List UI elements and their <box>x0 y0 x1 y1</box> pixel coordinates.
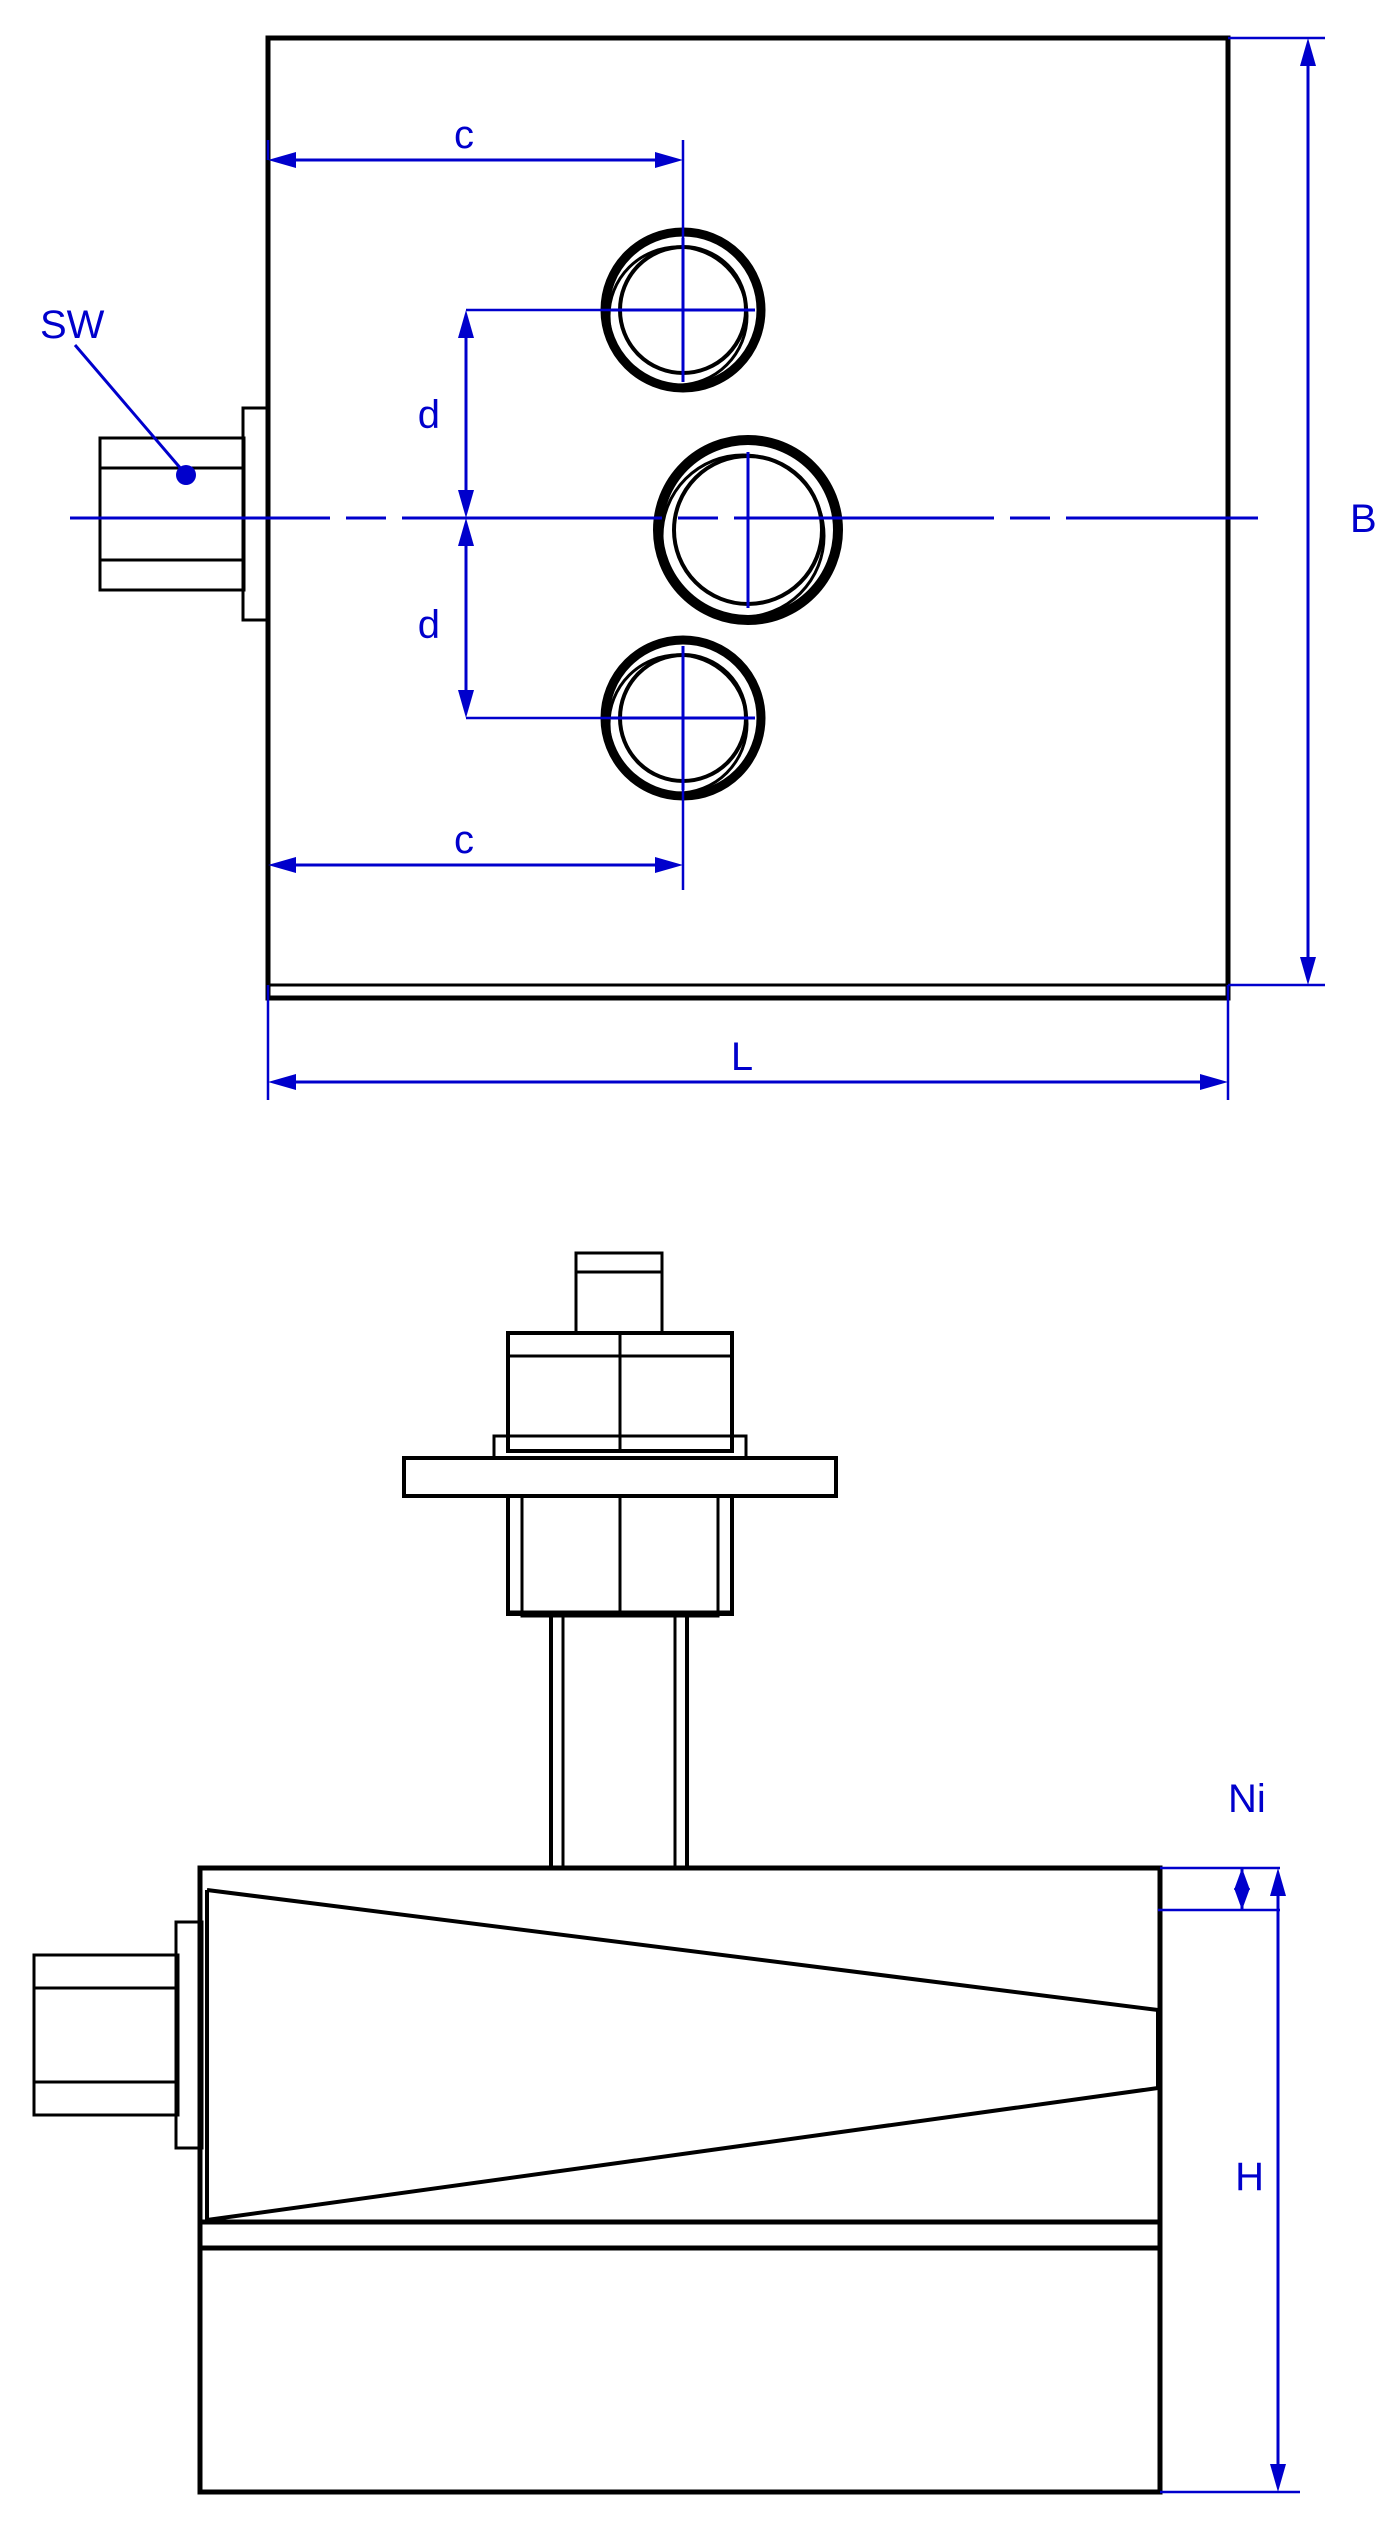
side-fitting-top <box>98 406 271 622</box>
body-front-lower <box>197 2219 1163 2495</box>
dim-c-bottom-label: c <box>454 818 474 862</box>
dim-l-arrow-left <box>268 1074 296 1090</box>
port-middle-outer <box>653 435 843 625</box>
dim-d-upper-arrow-bottom <box>458 490 474 518</box>
dim-d-lower-arrow-bottom <box>458 690 474 718</box>
dim-ni-arrow-bottom <box>1234 1888 1250 1910</box>
dim-ni: Ni <box>1158 1777 1280 1912</box>
lower-nut <box>506 1494 734 1618</box>
taper-line-upper <box>206 1888 1159 2012</box>
port-lower-mid <box>607 653 749 795</box>
dim-h-arrow-top <box>1270 1868 1286 1896</box>
dim-c-top-arrow-left <box>268 152 296 168</box>
dim-d-upper-label: d <box>418 393 440 437</box>
dim-d-upper-arrow-top <box>458 310 474 338</box>
front-view: Ni H <box>32 1251 1300 2495</box>
stud-tip-body <box>574 1251 664 1335</box>
dim-d-lower-label: d <box>418 603 440 647</box>
dim-d-upper: d <box>418 310 474 518</box>
port-upper-mid <box>607 245 749 387</box>
port-middle-mid <box>660 453 826 619</box>
body-front <box>197 1865 1163 2495</box>
body-front-upper <box>197 1865 1163 2251</box>
stud-tip <box>574 1251 664 1335</box>
dim-l-label: L <box>731 1035 753 1079</box>
dim-b-label: B <box>1350 497 1377 541</box>
sw-leader: SW <box>40 303 196 485</box>
taper-line-lower <box>206 2086 1159 2222</box>
top-view: c c d d <box>40 35 1377 1100</box>
dim-ni-label: Ni <box>1228 1777 1266 1821</box>
fitting-front-hex <box>32 1953 180 2117</box>
extension-lines-top <box>266 140 685 890</box>
extension-lines-d <box>466 308 700 720</box>
stem <box>549 1616 689 1868</box>
sw-label: SW <box>40 303 105 347</box>
fitting-collar <box>241 406 271 622</box>
dim-ni-arrow-top <box>1234 1868 1250 1890</box>
fitting-front-collar <box>174 1920 204 2150</box>
dim-b: B <box>1228 36 1377 987</box>
dim-b-arrow-bottom <box>1300 957 1316 985</box>
dim-d-lower-arrow-top <box>458 518 474 546</box>
dim-b-arrow-top <box>1300 38 1316 66</box>
dim-h: H <box>1160 1868 1300 2494</box>
dim-c-bottom-arrow-right <box>655 857 683 873</box>
dim-c-bottom-arrow-left <box>268 857 296 873</box>
dim-h-arrow-bottom <box>1270 2464 1286 2492</box>
dim-c-top-arrow-right <box>655 152 683 168</box>
dim-c-bottom: c <box>268 818 683 873</box>
fitting-hex-body <box>98 436 246 592</box>
sw-leader-line <box>73 344 184 471</box>
dim-c-top-label: c <box>454 113 474 157</box>
side-fitting-front <box>32 1920 204 2150</box>
dim-c-top: c <box>268 113 683 168</box>
washer-plate <box>402 1456 838 1498</box>
upper-nut <box>492 1331 748 1460</box>
dim-d-lower: d <box>418 518 474 718</box>
dim-h-label: H <box>1235 2155 1264 2199</box>
sw-leader-dot <box>176 465 196 485</box>
lower-nut-inner <box>520 1494 720 1618</box>
port-middle <box>653 435 843 625</box>
dim-l-arrow-right <box>1200 1074 1228 1090</box>
dim-l: L <box>266 985 1230 1100</box>
